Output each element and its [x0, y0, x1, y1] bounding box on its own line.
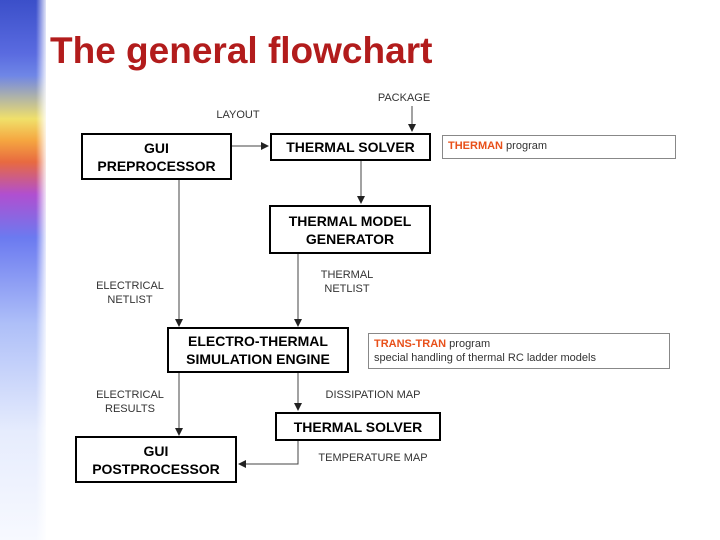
label-electrical-results: ELECTRICAL RESULTS — [96, 389, 164, 415]
label-electrical-netlist: ELECTRICAL NETLIST — [96, 280, 164, 306]
label-package: PACKAGE — [377, 92, 431, 104]
therman-highlight: THERMAN — [448, 140, 503, 152]
label-thermal-netlist: THERMAL NETLIST — [320, 269, 374, 295]
box-thermal-solver-bottom: THERMAL SOLVER — [275, 412, 441, 441]
transtran-description: special handling of thermal RC ladder mo… — [374, 352, 596, 364]
page-title: The general flowchart — [50, 30, 433, 71]
label-layout: LAYOUT — [216, 109, 260, 121]
box-thermal-solver-top: THERMAL SOLVER — [270, 133, 431, 161]
box-electro-thermal-engine: ELECTRO-THERMAL SIMULATION ENGINE — [167, 327, 349, 373]
decorative-side-strip — [0, 0, 46, 540]
transtran-highlight: TRANS-TRAN — [374, 338, 447, 350]
label-temperature-map: TEMPERATURE MAP — [318, 452, 428, 464]
label-dissipation-map: DISSIPATION MAP — [325, 389, 421, 401]
note-therman-program: THERMAN program — [442, 135, 676, 159]
transtran-rest: program — [446, 338, 491, 350]
note-transtran-program: TRANS-TRAN program special handling of t… — [368, 333, 670, 369]
arrow-solver2-to-postprocessor — [238, 441, 299, 468]
therman-rest: program — [503, 140, 548, 152]
box-gui-preprocessor: GUI PREPROCESSOR — [81, 133, 232, 180]
box-gui-postprocessor: GUI POSTPROCESSOR — [75, 436, 237, 483]
box-thermal-model-generator: THERMAL MODEL GENERATOR — [269, 205, 431, 254]
